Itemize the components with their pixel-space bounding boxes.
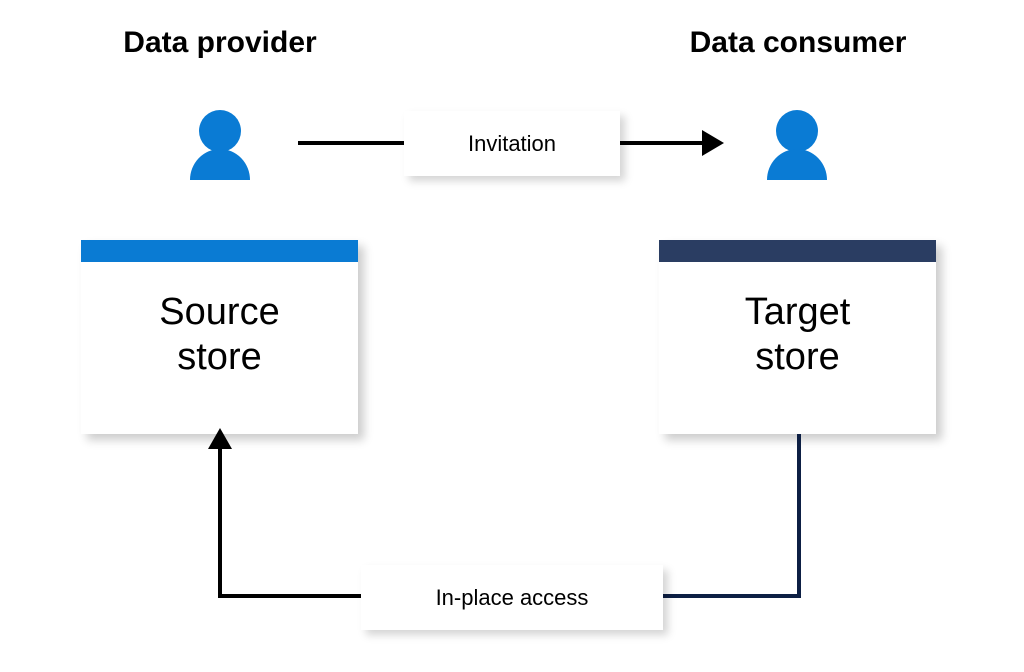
inplace-access-right-horizontal-line — [661, 594, 801, 598]
source-store-accent-bar — [81, 240, 358, 262]
node-source-store[interactable]: Source store — [81, 240, 358, 434]
source-store-label: Source store — [159, 291, 280, 378]
data-provider-person-icon — [186, 108, 254, 180]
inplace-access-left-horizontal-line — [218, 594, 364, 598]
inplace-access-right-vertical-line — [797, 434, 801, 598]
page-title-data-consumer: Data consumer — [689, 26, 907, 59]
inplace-access-arrowhead-icon — [208, 428, 232, 449]
inplace-access-left-vertical-line — [218, 448, 222, 598]
person-icon — [190, 110, 250, 180]
target-store-accent-bar — [659, 240, 936, 262]
edge-label-invitation: Invitation — [404, 111, 620, 176]
page-title-data-provider: Data provider — [123, 26, 317, 59]
person-icon — [767, 110, 827, 180]
data-consumer-person-icon — [763, 108, 831, 180]
node-target-store[interactable]: Target store — [659, 240, 936, 434]
edge-label-in-place-access: In-place access — [361, 565, 663, 630]
target-store-label: Target store — [744, 291, 851, 378]
invitation-arrowhead-icon — [702, 130, 724, 156]
